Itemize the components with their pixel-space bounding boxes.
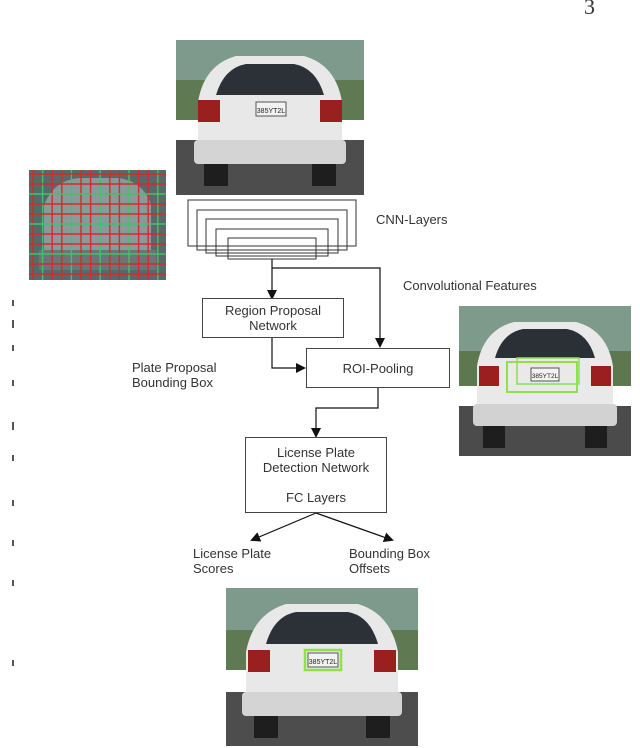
cnn-layer <box>215 228 329 257</box>
plate-proposal-label: Plate Proposal Bounding Box <box>132 360 217 390</box>
arrow-roi-to-detection <box>311 388 379 438</box>
margin-mark <box>12 300 14 306</box>
roi-highlight-box <box>506 361 578 393</box>
margin-mark <box>12 455 14 461</box>
detection-network-box: License Plate Detection Network FC Layer… <box>245 437 387 513</box>
roi-plate-text: 385YT2L <box>532 373 559 380</box>
output-plate-text: 385YT2L <box>309 659 338 666</box>
margin-mark <box>12 320 14 328</box>
roi-pooling-box: ROI-Pooling <box>306 348 450 388</box>
cnn-layers-label: CNN-Layers <box>376 212 448 227</box>
anchor-grid-image <box>29 170 166 280</box>
margin-mark <box>12 660 14 666</box>
detected-plate-box <box>303 648 343 672</box>
input-car-photo: 385YT2L <box>176 40 364 195</box>
margin-mark <box>12 500 14 506</box>
arrow-rpn-to-roi <box>271 338 306 373</box>
margin-mark <box>12 345 14 351</box>
scores-label: License Plate Scores <box>193 546 272 576</box>
margin-mark <box>12 540 14 546</box>
arrow-to-scores <box>250 512 317 542</box>
margin-mark <box>12 422 14 430</box>
margin-mark <box>12 580 14 586</box>
roi-car-photo: 385YT2L <box>459 306 631 456</box>
roi-highlight-box <box>516 357 580 385</box>
input-plate-text: 385YT2L <box>257 108 286 115</box>
page-number: 3 <box>584 0 595 19</box>
output-car-photo: 385YT2L <box>226 588 418 746</box>
margin-mark <box>12 380 14 386</box>
offsets-label: Bounding Box Offsets <box>349 546 430 576</box>
arrow-to-offsets <box>315 512 394 543</box>
conv-features-label: Convolutional Features <box>403 278 537 293</box>
arrow-cnn-to-roi <box>272 267 385 348</box>
cnn-layer <box>196 209 348 251</box>
cnn-layer <box>187 199 357 247</box>
cnn-layer <box>205 218 339 254</box>
rpn-box: Region Proposal Network <box>202 298 344 338</box>
